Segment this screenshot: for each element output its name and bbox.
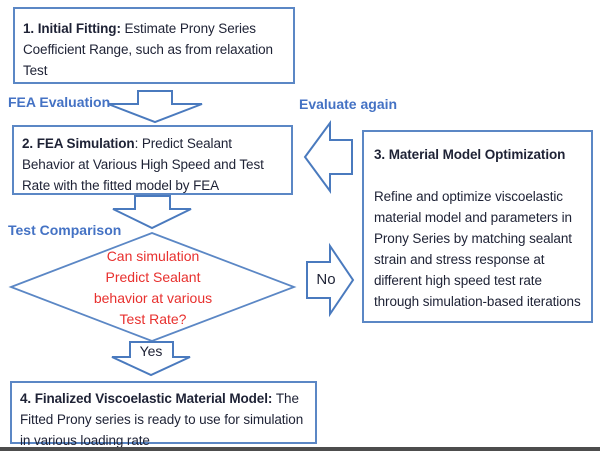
step1-title: 1. Initial Fitting: [23, 21, 125, 36]
no-branch-label: No [316, 271, 336, 288]
step2-fea-simulation-box: 2. FEA Simulation: Predict Sealant Behav… [12, 125, 293, 195]
step1-body: Estimate Prony Series Coefficient Range,… [23, 21, 273, 78]
fea-evaluation-label: FEA Evaluation [8, 94, 111, 110]
step4-title: 4. Finalized Viscoelastic Material Model… [20, 391, 276, 406]
yes-branch-label: Yes [139, 343, 163, 359]
decision-line: behavior at various [93, 290, 213, 306]
decision-line: Test Rate? [119, 311, 187, 327]
right-arrow-no [306, 242, 355, 318]
step2-body: : Predict Sealant Behavior at Various Hi… [22, 136, 264, 193]
down-arrow-test-comparison [112, 195, 192, 230]
step4-body: The Fitted Prony series is ready to use … [20, 391, 304, 448]
step4-finalized-model-box: 4. Finalized Viscoelastic Material Model… [10, 381, 317, 448]
down-arrow-fea-evaluation [107, 90, 203, 124]
left-arrow-evaluate-again [303, 119, 353, 195]
decision-line: Predict Sealant [105, 269, 201, 285]
evaluate-again-label: Evaluate again [299, 96, 398, 112]
bottom-edge-bar [0, 447, 600, 451]
step3-title: 3. Material Model Optimization [374, 147, 566, 162]
step2-title: 2. FEA Simulation [22, 136, 135, 151]
step3-body: Refine and optimize viscoelastic materia… [374, 189, 581, 309]
test-comparison-label: Test Comparison [8, 222, 122, 238]
decision-line: Can simulation [106, 248, 200, 264]
step1-initial-fitting-box: 1. Initial Fitting: Estimate Prony Serie… [13, 7, 295, 84]
decision-diamond [8, 232, 297, 342]
down-arrow-yes [111, 341, 191, 377]
decision-question-text: Can simulation Predict Sealant behavior … [63, 245, 243, 331]
